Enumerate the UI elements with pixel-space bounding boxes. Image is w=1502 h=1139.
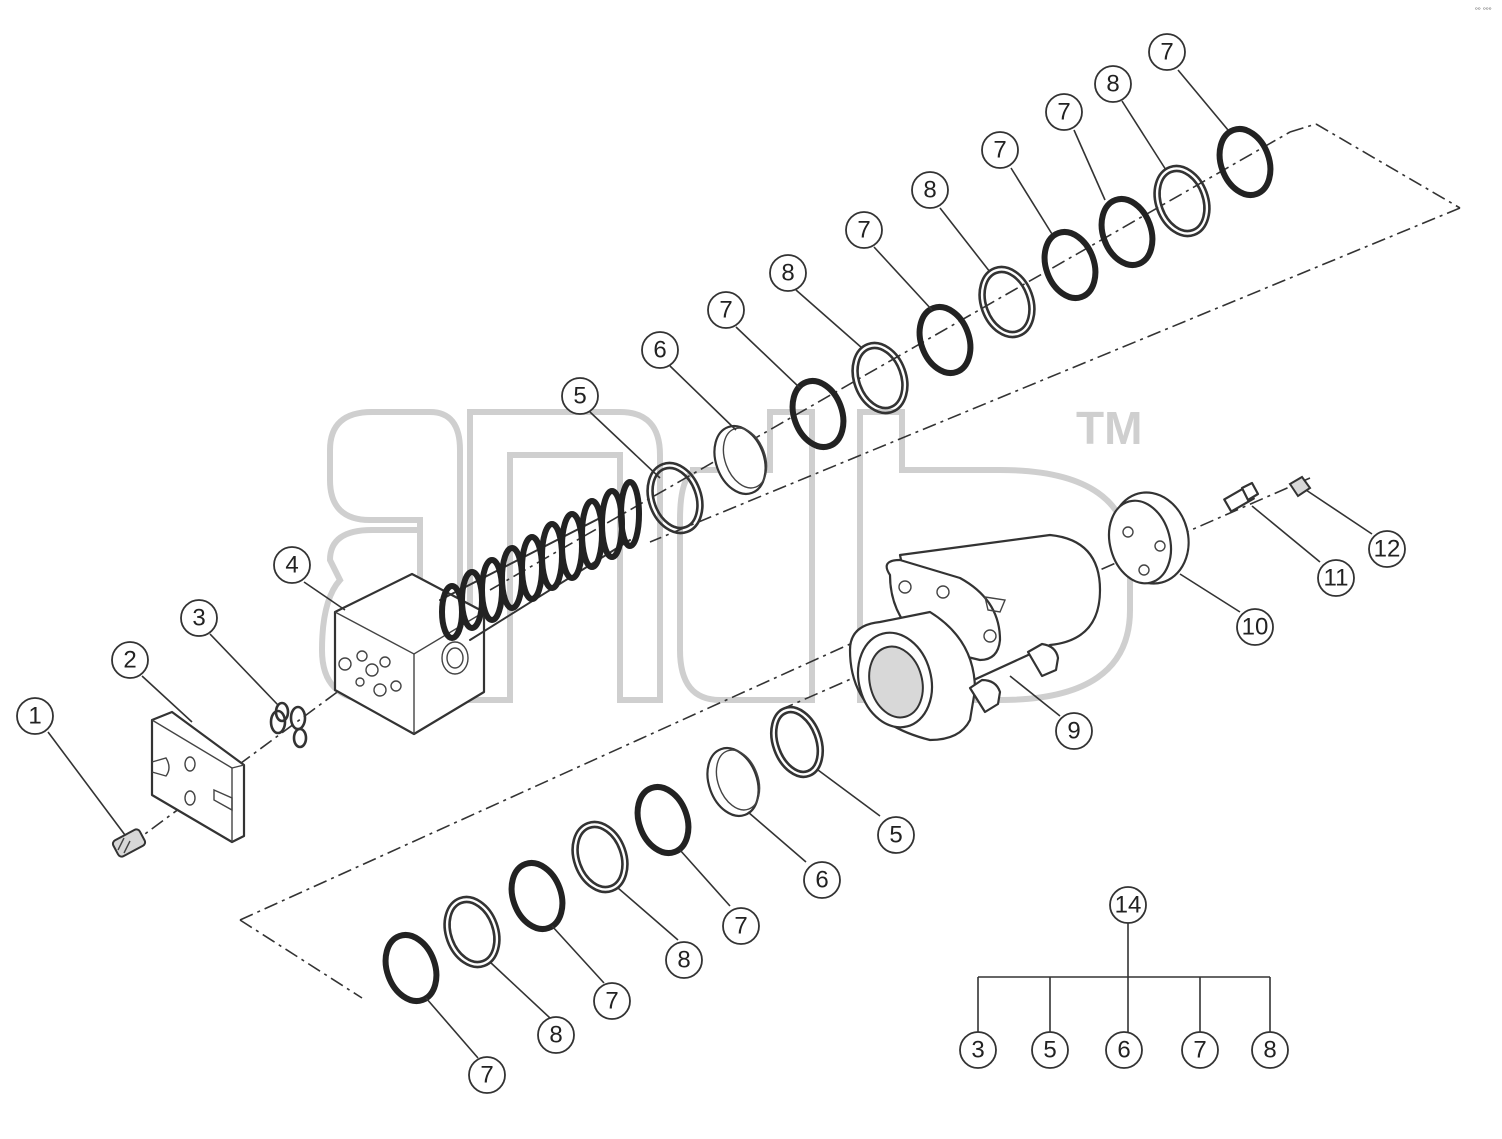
callout-7-lower-b: 7	[593, 982, 631, 1020]
plate-part-2	[150, 710, 246, 844]
callout-10: 10	[1236, 608, 1274, 646]
kit-tree	[977, 922, 1271, 1032]
callout-2: 2	[111, 641, 149, 679]
callout-label: 7	[1160, 39, 1173, 66]
trademark-text: TM	[1076, 402, 1142, 454]
upper-ring-stack	[646, 126, 1274, 535]
callout-7-lower-a: 7	[722, 907, 760, 945]
callout-7-upper-b: 7	[845, 211, 883, 249]
callout-6-upper: 6	[641, 331, 679, 369]
callout-label: 11	[1324, 565, 1349, 592]
callout-label: 5	[1043, 1037, 1056, 1064]
kit-callout-5: 5	[1031, 1031, 1069, 1069]
callout-label: 7	[1057, 99, 1070, 126]
kit-callout-8: 8	[1251, 1031, 1289, 1069]
spool-block-part-4	[333, 479, 642, 736]
callout-8-lower-b: 8	[537, 1016, 575, 1054]
callout-3: 3	[180, 599, 218, 637]
callout-7-lower-c: 7	[468, 1056, 506, 1094]
callout-11: 11	[1317, 559, 1355, 597]
callout-label: 8	[1263, 1037, 1276, 1064]
callout-7-upper-c: 7	[981, 131, 1019, 169]
kit-callout-7: 7	[1181, 1031, 1219, 1069]
callout-label: 8	[923, 177, 936, 204]
callout-label: 8	[677, 947, 690, 974]
leader-lines	[47, 69, 1373, 1059]
callout-7-upper-a: 7	[707, 291, 745, 329]
screw-part-1	[111, 828, 147, 858]
callout-label: 9	[1067, 718, 1080, 745]
callout-9: 9	[1055, 712, 1093, 750]
callout-4: 4	[273, 546, 311, 584]
callout-label: 7	[857, 217, 870, 244]
callout-5-upper: 5	[561, 377, 599, 415]
callout-label: 8	[549, 1022, 562, 1049]
callout-label: 7	[480, 1062, 493, 1089]
callout-label: 6	[1117, 1037, 1130, 1064]
callout-8-upper-c: 8	[1094, 65, 1132, 103]
callout-label: 5	[573, 383, 586, 410]
callout-label: 7	[605, 988, 618, 1015]
callout-7-upper-d: 7	[1045, 93, 1083, 131]
callout-7-upper-e: 7	[1148, 33, 1186, 71]
callout-6-lower: 6	[803, 861, 841, 899]
callout-label: 14	[1115, 892, 1142, 919]
callout-label: 6	[653, 337, 666, 364]
callout-label: 7	[993, 137, 1006, 164]
plug-part-12	[1288, 475, 1312, 498]
callout-14-kit: 14	[1109, 886, 1147, 924]
cap-part-10	[1107, 491, 1190, 585]
callout-label: 7	[1193, 1037, 1206, 1064]
callout-8-upper-a: 8	[769, 254, 807, 292]
callout-label: 5	[889, 822, 902, 849]
callout-label: 2	[123, 647, 136, 674]
small-orings-part-3	[269, 701, 308, 749]
callout-label: 8	[781, 260, 794, 287]
callout-label: 3	[192, 605, 205, 632]
callout-12: 12	[1368, 530, 1406, 568]
bolt-part-11	[1223, 481, 1260, 513]
callout-5-lower: 5	[877, 816, 915, 854]
callout-8-lower-a: 8	[665, 941, 703, 979]
callout-label: 7	[734, 913, 747, 940]
callout-label: 12	[1374, 536, 1401, 563]
kit-callout-6: 6	[1105, 1031, 1143, 1069]
callout-label: 1	[28, 703, 41, 730]
callout-8-upper-b: 8	[911, 171, 949, 209]
callout-label: 7	[719, 297, 732, 324]
corner-mark: ᵒᵒ ᵒᵒᵒ	[1475, 6, 1492, 14]
callout-label: 6	[815, 867, 828, 894]
housing-part-9	[848, 533, 1102, 742]
callout-1: 1	[16, 697, 54, 735]
callout-label: 3	[971, 1037, 984, 1064]
callout-label: 8	[1106, 71, 1119, 98]
callout-label: 10	[1242, 614, 1269, 641]
lower-ring-stack	[382, 705, 824, 1004]
callout-label: 4	[285, 552, 298, 579]
kit-callout-3: 3	[959, 1031, 997, 1069]
